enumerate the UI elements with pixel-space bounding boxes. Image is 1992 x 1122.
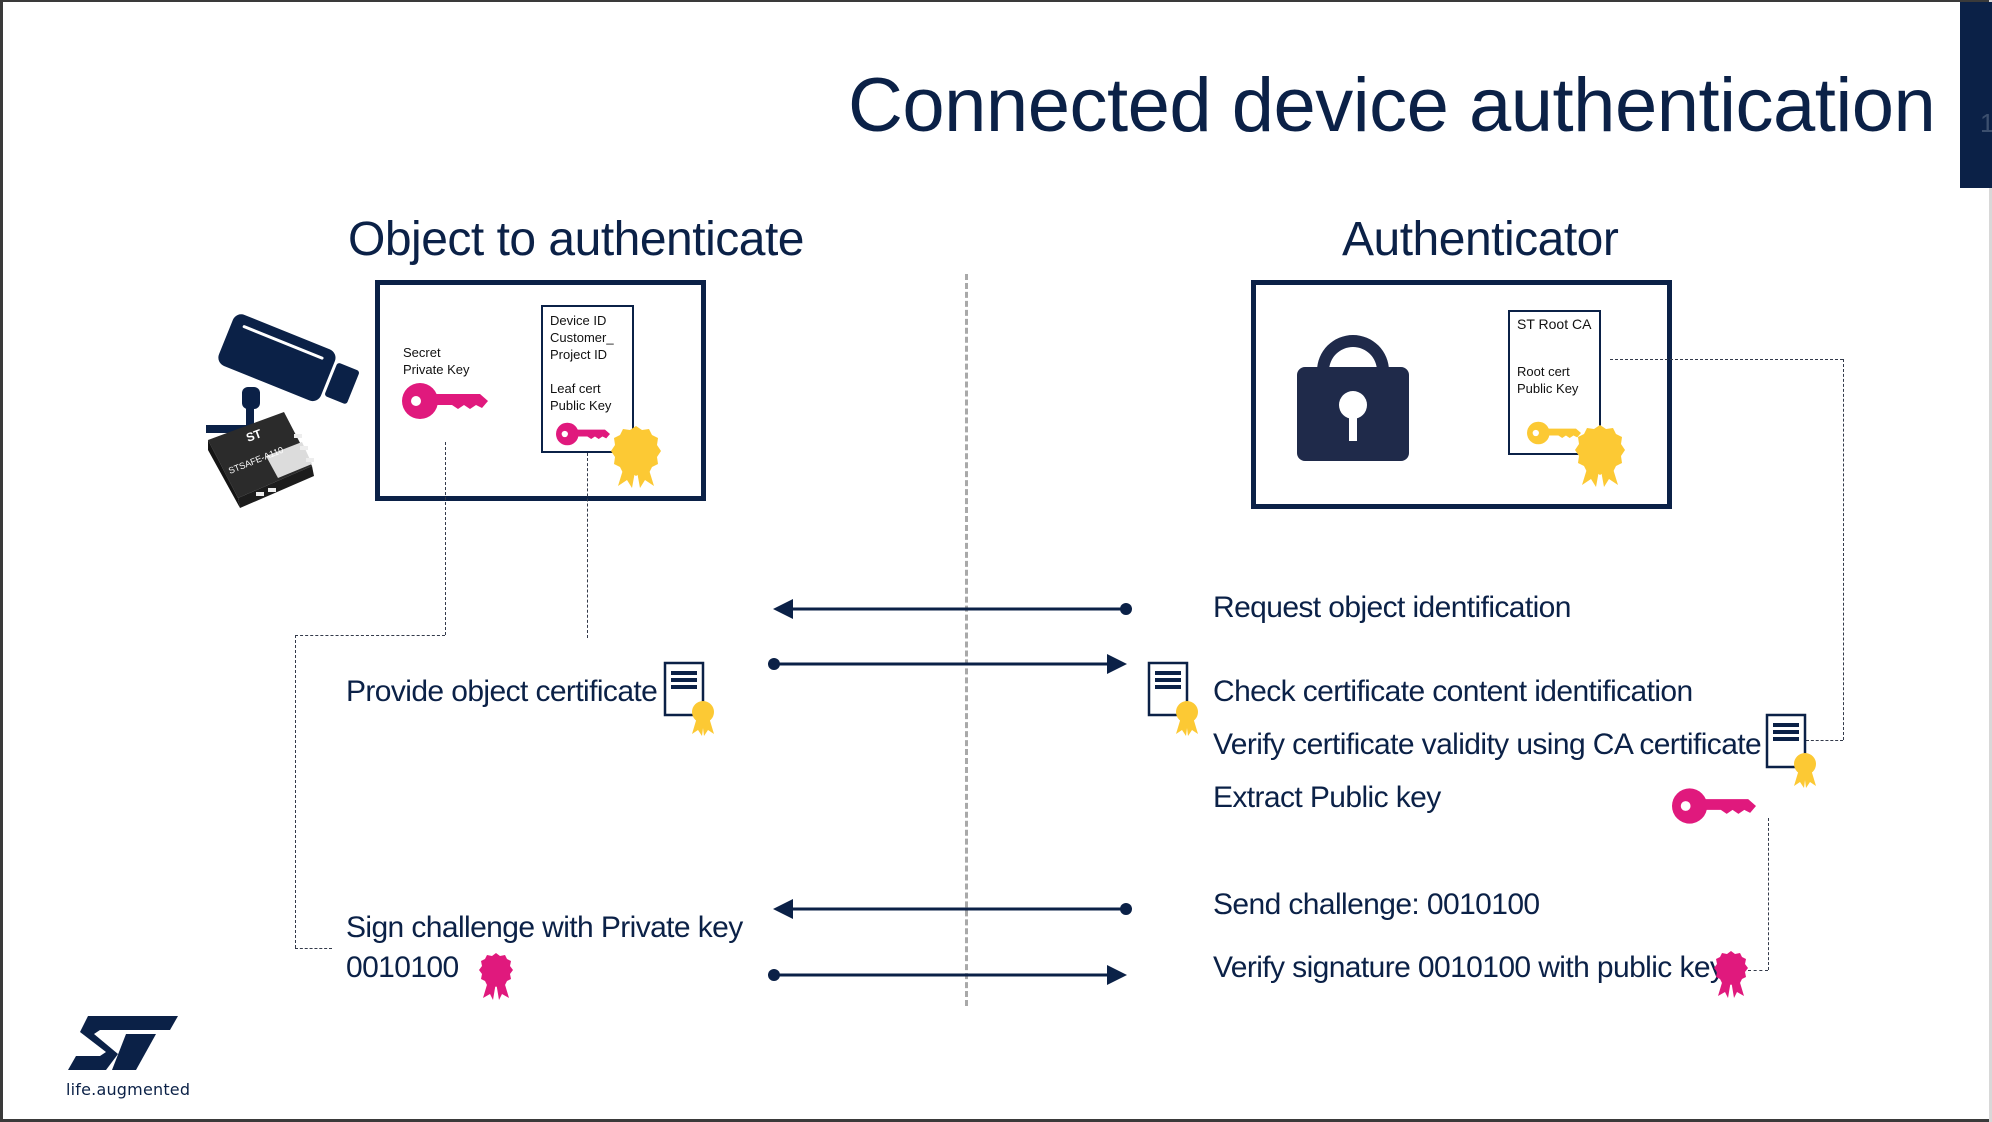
step-check-content: Check certificate content identification bbox=[1213, 675, 1693, 708]
svg-text:ST: ST bbox=[244, 426, 264, 445]
leaf-cert-public-key: Public Key bbox=[550, 398, 612, 413]
extracted-public-key-icon bbox=[1672, 786, 1756, 826]
private-key-connector bbox=[445, 442, 446, 635]
root-cert-connector-down bbox=[1843, 359, 1844, 740]
arrow-provide-certificate bbox=[767, 654, 1127, 674]
private-key-label-line1: Secret bbox=[403, 345, 441, 360]
window-frame-left bbox=[0, 0, 3, 1122]
tagline: life.augmented bbox=[66, 1080, 191, 1099]
padlock-icon bbox=[1297, 323, 1409, 461]
root-cert-connector-to-ca bbox=[1806, 740, 1843, 741]
private-key-icon bbox=[402, 381, 488, 421]
root-cert-public-key: Public Key bbox=[1517, 381, 1579, 396]
object-heading: Object to authenticate bbox=[348, 213, 804, 266]
leaf-cert-seal-icon bbox=[611, 424, 661, 490]
step-sign-challenge: Sign challenge with Private key bbox=[346, 911, 743, 944]
arrow-send-challenge bbox=[773, 899, 1133, 919]
leaf-cert-title: Leaf cert bbox=[550, 381, 601, 396]
window-frame-top bbox=[0, 0, 1992, 2]
step-request-identification: Request object identification bbox=[1213, 591, 1571, 624]
private-key-connector-horizontal bbox=[295, 635, 445, 636]
signature-seal-icon-authenticator bbox=[1714, 950, 1748, 998]
page-number-tab bbox=[1960, 2, 1992, 188]
root-certificate: ST Root CA Root cert Public Key bbox=[1508, 310, 1601, 455]
slide-title: Connected device authentication bbox=[848, 63, 1936, 148]
leaf-cert-connector bbox=[587, 453, 588, 638]
root-cert-seal-icon bbox=[1575, 423, 1625, 489]
window-frame-right bbox=[1989, 0, 1992, 1122]
private-key-label-line2: Private Key bbox=[403, 362, 470, 377]
step-send-challenge: Send challenge: 0010100 bbox=[1213, 888, 1540, 921]
step-extract-public-key: Extract Public key bbox=[1213, 781, 1441, 814]
authenticator-heading: Authenticator bbox=[1342, 213, 1619, 266]
ca-certificate-icon bbox=[1765, 713, 1818, 790]
public-key-connector bbox=[1768, 818, 1769, 970]
page-number: 1 bbox=[1980, 108, 1992, 138]
step-provide-certificate: Provide object certificate bbox=[346, 675, 658, 708]
leaf-cert-customer: Customer_ bbox=[550, 330, 614, 345]
arrow-return-signature bbox=[767, 965, 1127, 985]
leaf-public-key-icon bbox=[556, 421, 610, 447]
certificate-icon-provide bbox=[663, 661, 716, 738]
leaf-cert-device-id: Device ID bbox=[550, 313, 607, 328]
certificate-icon-check bbox=[1147, 661, 1200, 738]
leaf-certificate: Device ID Customer_ Project ID Leaf cert… bbox=[541, 305, 634, 453]
root-cert-label: Root cert bbox=[1517, 364, 1570, 379]
secure-element-chip-icon: ST STSAFE-A110 bbox=[208, 412, 324, 512]
public-key-connector-to-verify bbox=[1748, 970, 1768, 971]
root-public-key-icon bbox=[1527, 420, 1581, 446]
step-sign-challenge-value: 0010100 bbox=[346, 951, 459, 984]
leaf-cert-project-id: Project ID bbox=[550, 347, 608, 362]
arrow-request-identification bbox=[773, 599, 1133, 619]
step-verify-signature: Verify signature 0010100 with public key bbox=[1213, 951, 1725, 984]
private-key-connector-down bbox=[295, 635, 296, 948]
private-key-label: Secret Private Key bbox=[403, 344, 469, 378]
private-key-connector-to-sign bbox=[295, 948, 332, 949]
signature-seal-icon-object bbox=[479, 952, 513, 1000]
window-frame-bottom bbox=[0, 1119, 1992, 1122]
step-verify-validity: Verify certificate validity using CA cer… bbox=[1213, 728, 1762, 761]
center-divider bbox=[965, 274, 968, 1006]
root-cert-title: ST Root CA bbox=[1517, 316, 1592, 332]
security-camera-icon bbox=[206, 314, 359, 435]
root-cert-connector bbox=[1610, 359, 1843, 360]
st-logo bbox=[66, 1014, 180, 1077]
